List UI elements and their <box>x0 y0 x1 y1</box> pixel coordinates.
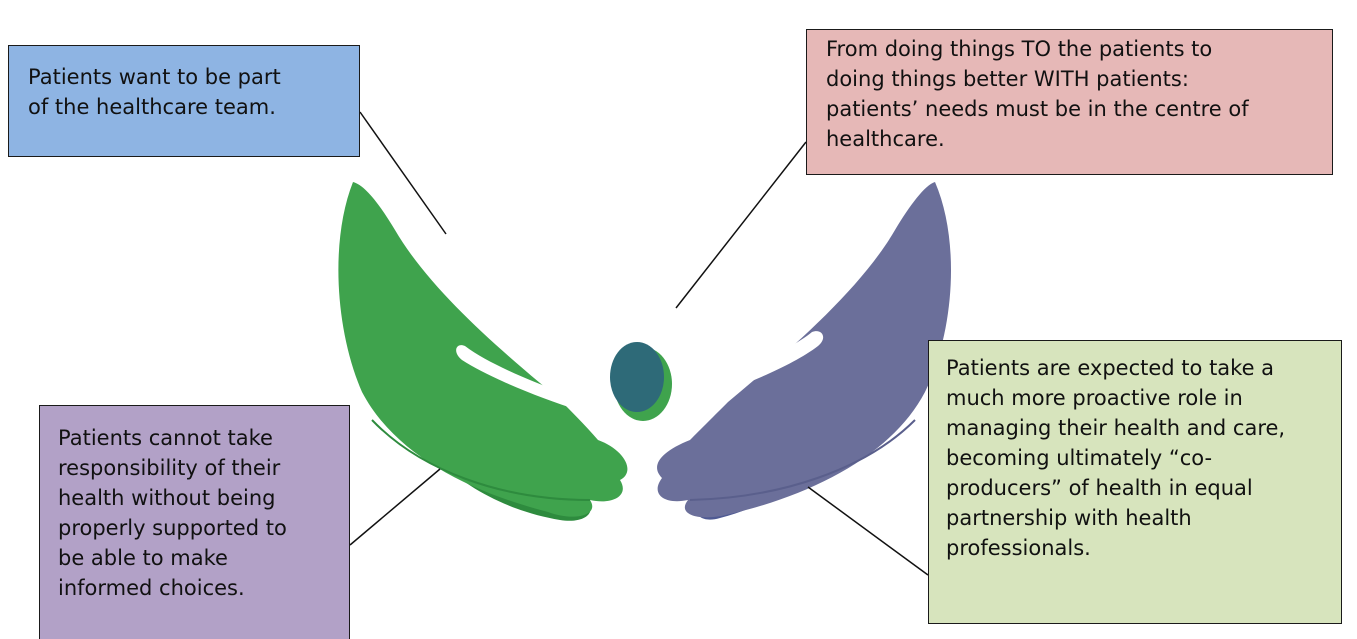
connector-lines <box>349 111 929 576</box>
head-core <box>610 342 664 412</box>
left-hand-slit <box>456 345 589 411</box>
head-icon <box>610 342 672 421</box>
callout-healthcare-team: Patients want to be part of the healthca… <box>8 45 360 157</box>
left-hand-body <box>338 182 628 517</box>
connector-top-right <box>675 141 807 309</box>
callout-healthcare-team-text: Patients want to be part of the healthca… <box>28 65 281 119</box>
right-hand-slit <box>691 331 824 401</box>
callout-with-patients-text: From doing things TO the patients to doi… <box>826 37 1249 151</box>
left-hand-finger-line <box>371 419 591 501</box>
connector-bottom-right <box>807 486 929 576</box>
callout-co-producers: Patients are expected to take a much mor… <box>928 340 1342 624</box>
callout-co-producers-text: Patients are expected to take a much mor… <box>946 356 1286 560</box>
right-hand-finger-line <box>689 419 916 501</box>
connector-bottom-left <box>349 468 441 546</box>
callout-informed-choices: Patients cannot take responsibility of t… <box>39 405 350 639</box>
callout-with-patients: From doing things TO the patients to doi… <box>806 29 1333 175</box>
callout-informed-choices-text: Patients cannot take responsibility of t… <box>58 426 287 600</box>
right-hand-icon <box>657 182 952 520</box>
left-hand-icon <box>338 182 628 521</box>
connector-top-left <box>359 111 447 235</box>
